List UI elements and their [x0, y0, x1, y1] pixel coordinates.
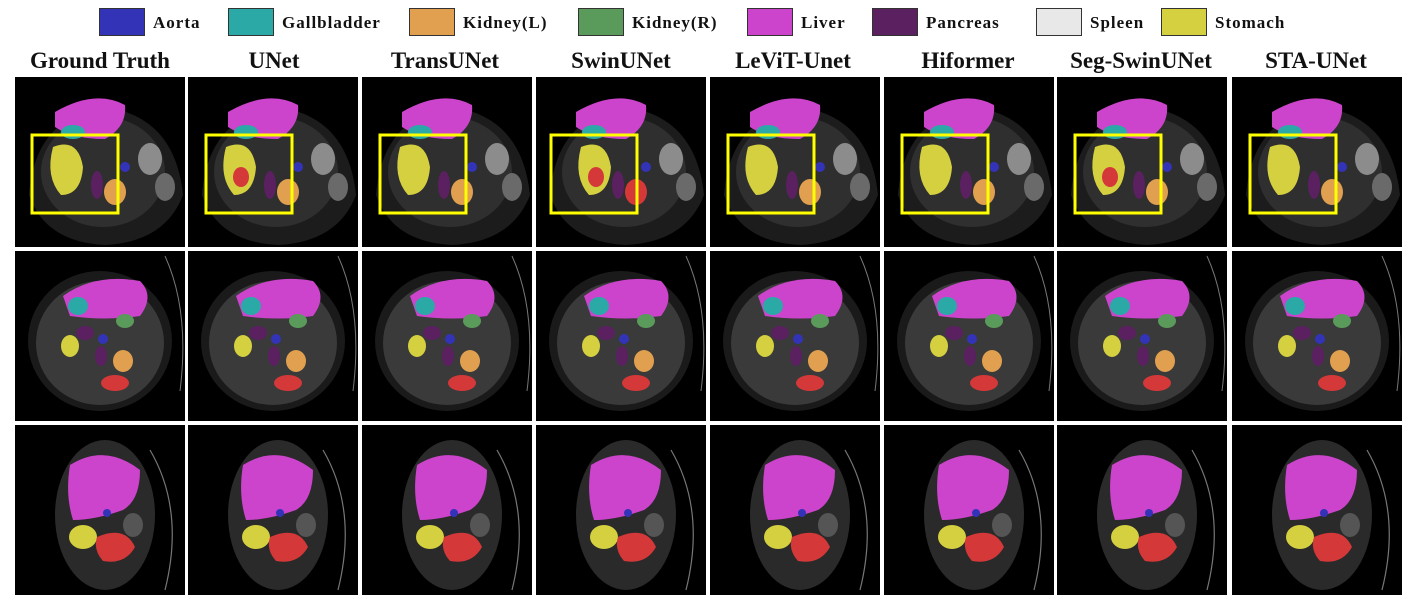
ct-panel	[710, 77, 880, 247]
liver-swatch	[747, 8, 793, 36]
ct-panel	[362, 251, 532, 421]
column-title-seg-swinunet: Seg-SwinUNet	[1070, 48, 1212, 73]
ct-panel	[1057, 77, 1227, 247]
ct-panel	[536, 425, 706, 595]
ct-panel	[15, 425, 185, 595]
ct-panel	[1057, 425, 1227, 595]
ct-panel	[188, 251, 358, 421]
ct-panel	[362, 425, 532, 595]
legend-label: Spleen	[1090, 13, 1145, 32]
ct-panel	[15, 251, 185, 421]
column-title-hiformer: Hiformer	[921, 48, 1015, 73]
legend-label: Aorta	[153, 13, 201, 32]
column-title-sta-unet: STA-UNet	[1265, 48, 1367, 73]
ct-panel	[1232, 425, 1402, 595]
ct-panel	[188, 77, 358, 247]
legend-label: Stomach	[1215, 13, 1286, 32]
ct-panel	[884, 77, 1054, 247]
legend-label: Liver	[801, 13, 846, 32]
pancreas-swatch	[872, 8, 918, 36]
column-title-transunet: TransUNet	[390, 48, 500, 73]
ct-panel	[884, 425, 1054, 595]
ct-panel	[884, 251, 1054, 421]
column-title-levit-unet: LeViT-Unet	[735, 48, 851, 73]
column-title-swinunet: SwinUNet	[571, 48, 671, 73]
ct-panel	[362, 77, 532, 247]
gallbladder-swatch	[228, 8, 274, 36]
aorta-swatch	[99, 8, 145, 36]
ct-panel	[536, 251, 706, 421]
stomach-swatch	[1161, 8, 1207, 36]
legend-label: Pancreas	[926, 13, 1000, 32]
ct-panel	[1232, 77, 1402, 247]
legend-label: Kidney(R)	[632, 13, 718, 32]
ct-panel	[188, 425, 358, 595]
ct-panel	[710, 251, 880, 421]
ct-panel	[536, 77, 706, 247]
column-title-unet: UNet	[248, 48, 300, 73]
ct-panel	[15, 77, 185, 247]
kidney-l-swatch	[409, 8, 455, 36]
column-title-ground-truth: Ground Truth	[30, 48, 170, 73]
legend-label: Kidney(L)	[463, 13, 548, 32]
legend-label: Gallbladder	[282, 13, 381, 32]
ct-panel	[1232, 251, 1402, 421]
spleen-swatch	[1036, 8, 1082, 36]
kidney-r-swatch	[578, 8, 624, 36]
legend: Aorta Gallbladder Kidney(L) Kidney(R) Li…	[0, 0, 1416, 44]
ct-panel	[1057, 251, 1227, 421]
ct-panel	[710, 425, 880, 595]
